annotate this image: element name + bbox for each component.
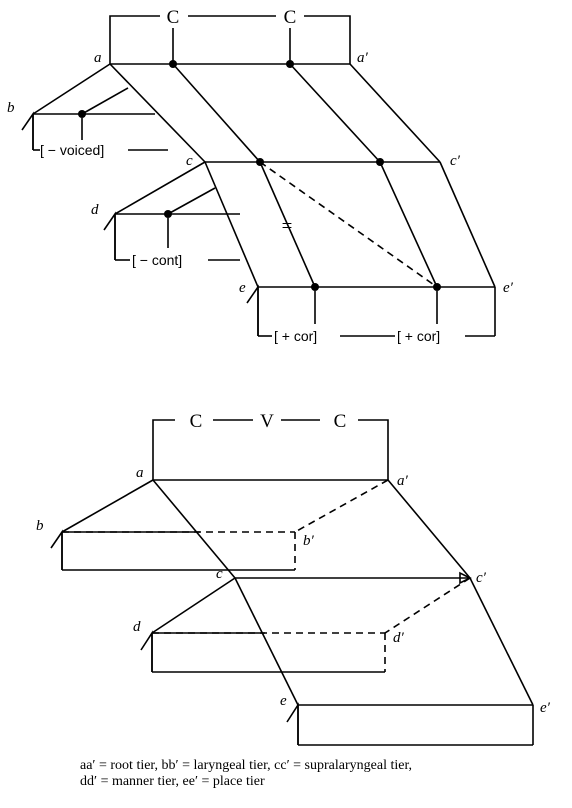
label-e-top: e <box>239 280 246 296</box>
feature-cor-1: [ + cor] <box>274 328 317 344</box>
label-b-prime-bottom: b′ <box>303 533 315 549</box>
skeleton-c1-bottom: C <box>190 411 203 432</box>
label-c-bottom: c <box>216 566 223 582</box>
laryngeal-association-line <box>81 87 129 115</box>
label-c-prime-bottom: c′ <box>476 570 487 586</box>
blocked-association-mark: = <box>282 216 293 237</box>
label-b-top: b <box>7 100 15 116</box>
place-node-1 <box>311 283 319 291</box>
supra-to-place-edge <box>204 161 259 288</box>
manner-plane-edge <box>114 161 206 215</box>
label-c-prime-top: c′ <box>450 153 461 169</box>
skeleton-bracket <box>109 15 351 64</box>
label-a-prime-top: a′ <box>357 50 369 66</box>
laryngeal-tick <box>21 111 34 150</box>
label-e-bottom: e <box>280 693 287 709</box>
label-d-bottom: d <box>133 619 141 635</box>
label-e-prime-bottom: e′ <box>540 700 551 716</box>
root-to-supra-edge-right <box>349 63 441 163</box>
root-to-supra-edge-right-bottom <box>387 479 471 579</box>
root-to-supra-edge <box>109 63 206 163</box>
laryngeal-plane-edge <box>32 63 111 115</box>
label-d-prime-bottom: d′ <box>393 630 405 646</box>
place-tick-bottom <box>286 702 299 745</box>
feature-voiced: [ − voiced] <box>40 142 104 158</box>
manner-tick <box>103 211 116 260</box>
skeleton-c1: C <box>167 7 180 28</box>
place-tick <box>246 284 259 336</box>
label-b-bottom: b <box>36 518 44 534</box>
manner-tick-bottom <box>140 630 153 672</box>
label-a-bottom: a <box>136 465 144 481</box>
manner-plane-edge-bottom <box>151 577 236 634</box>
supra-to-place-link <box>259 161 316 288</box>
skeleton-v-bottom: V <box>260 411 274 432</box>
root-to-supra-edge-bottom <box>152 479 236 579</box>
label-e-prime-top: e′ <box>503 280 514 296</box>
top-figure: C C [ − voiced] [ − con <box>7 6 514 344</box>
label-d-top: d <box>91 202 99 218</box>
supra-to-place-link-2 <box>379 161 438 288</box>
supra-to-place-edge-bottom <box>234 577 299 706</box>
supra-to-place-edge-right-bottom <box>469 577 534 706</box>
label-c-top: c <box>186 153 193 169</box>
laryngeal-plane-edge-right <box>294 479 389 533</box>
label-a-prime-bottom: a′ <box>397 473 409 489</box>
manner-association-line <box>167 187 216 215</box>
laryngeal-plane-edge-bottom <box>61 479 154 533</box>
root-to-supra-link-1 <box>172 63 261 163</box>
laryngeal-node <box>78 110 86 118</box>
manner-plane-edge-right <box>384 577 471 634</box>
caption-line-1: aa′ = root tier, bb′ = laryngeal tier, c… <box>80 758 413 773</box>
root-to-supra-link-2 <box>289 63 381 163</box>
supra-to-place-edge-right <box>439 161 496 288</box>
feature-cont: [ − cont] <box>132 252 182 268</box>
bottom-figure: C V C <box>36 409 551 746</box>
caption-line-2: dd′ = manner tier, ee′ = place tier <box>80 774 265 789</box>
skeleton-c2: C <box>284 7 297 28</box>
skeleton-c2-bottom: C <box>334 411 347 432</box>
feature-cor-2: [ + cor] <box>397 328 440 344</box>
manner-node <box>164 210 172 218</box>
place-node-2 <box>433 283 441 291</box>
laryngeal-tick-bottom <box>50 529 63 570</box>
label-a-top: a <box>94 50 102 66</box>
spread-dashed-line <box>259 161 438 288</box>
